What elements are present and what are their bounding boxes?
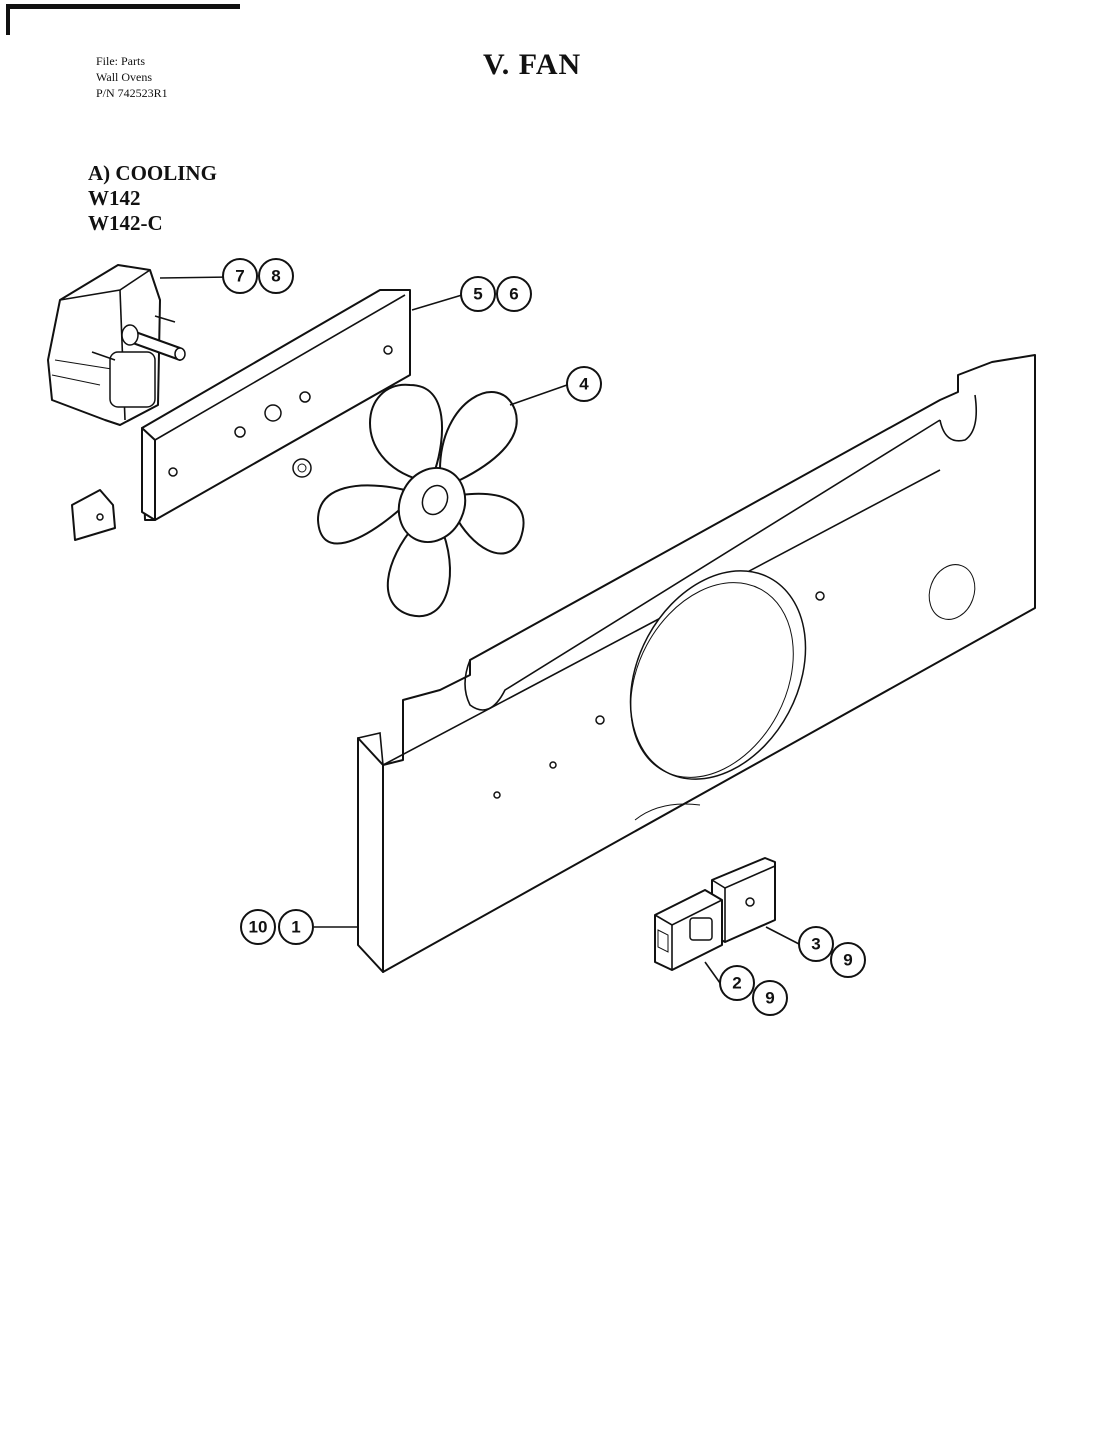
mounting-clip bbox=[71, 489, 116, 541]
file-info: File: Parts Wall Ovens P/N 742523R1 bbox=[96, 53, 168, 101]
file-line: File: Parts bbox=[96, 54, 146, 68]
callout-bracket: 5 6 bbox=[460, 276, 532, 312]
section-heading: A) COOLING bbox=[88, 161, 217, 185]
leader-lines bbox=[159, 276, 800, 984]
motor-bracket bbox=[141, 289, 411, 521]
fan-motor bbox=[47, 264, 186, 426]
hex-nut bbox=[292, 458, 312, 478]
callout-number: 10 bbox=[249, 918, 268, 937]
model-number: W142 bbox=[88, 186, 141, 210]
callout-number: 5 bbox=[473, 285, 482, 304]
callout-number: 6 bbox=[509, 285, 518, 304]
fan-blade bbox=[317, 383, 525, 618]
callout-number: 1 bbox=[291, 918, 300, 937]
callout-panel: 10 1 bbox=[240, 909, 314, 945]
product-line: Wall Ovens bbox=[96, 70, 153, 84]
callout-number: 3 bbox=[811, 935, 820, 954]
callout-motor: 7 8 bbox=[222, 258, 294, 294]
model-number: W142-C bbox=[88, 211, 163, 235]
callout-switch-left: 2 9 bbox=[719, 965, 788, 1016]
callout-switch-right: 3 9 bbox=[798, 926, 866, 978]
callout-number: 9 bbox=[843, 951, 852, 970]
page-corner-mark bbox=[6, 4, 240, 35]
callout-number: 9 bbox=[765, 989, 774, 1008]
callout-blade: 4 bbox=[566, 366, 602, 402]
callout-number: 8 bbox=[271, 267, 280, 286]
switch-assembly bbox=[654, 857, 776, 971]
page-title: V. FAN bbox=[483, 48, 582, 81]
callout-number: 4 bbox=[579, 375, 589, 394]
part-number-line: P/N 742523R1 bbox=[96, 86, 168, 100]
section-heading-block: A) COOLING W142 W142-C bbox=[88, 161, 217, 236]
fan-back-panel bbox=[357, 354, 1036, 973]
callout-number: 2 bbox=[732, 974, 741, 993]
callout-number: 7 bbox=[235, 267, 244, 286]
